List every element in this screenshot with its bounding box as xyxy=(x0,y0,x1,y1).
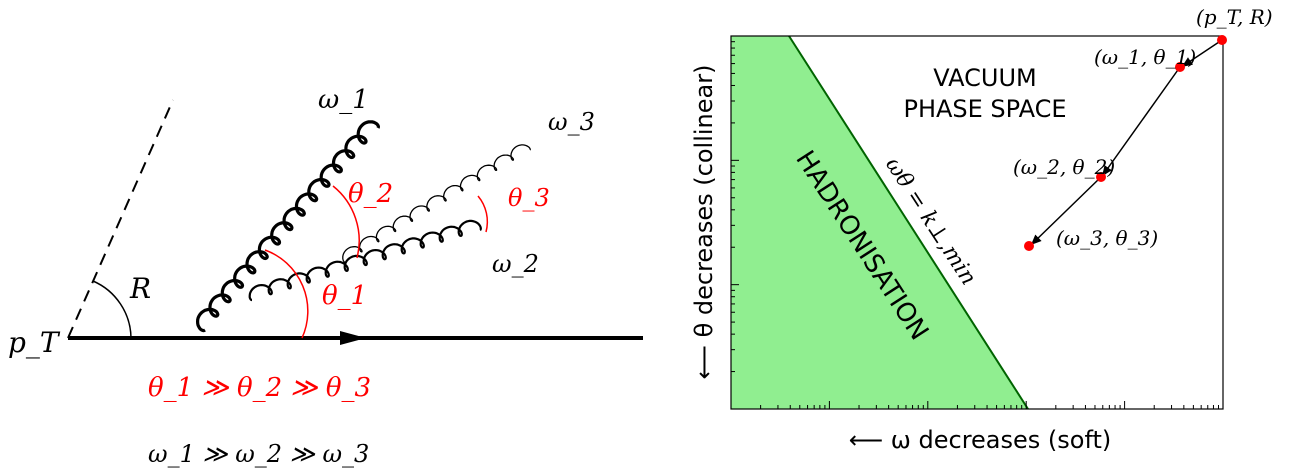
left-diagram: p_T R ω_1 ω_3 ω_2 θ_1 θ_2 θ_3 θ_1 ≫ θ_2 … xyxy=(8,85,643,468)
pt-label: p_T xyxy=(8,326,61,359)
x-axis-label: ⟵ ω decreases (soft) xyxy=(849,426,1112,454)
gluon-1-line xyxy=(195,120,381,333)
theta1-arc xyxy=(264,249,309,339)
theta3-arc xyxy=(477,195,489,233)
energy-ordering: ω_1 ≫ ω_2 ≫ ω_3 xyxy=(148,440,369,468)
point-label-1: (ω_1, θ_1) xyxy=(1094,45,1196,69)
point-label-3: (ω_3, θ_3) xyxy=(1056,226,1158,250)
y-axis-ticks xyxy=(731,41,739,410)
hadronisation-region xyxy=(731,36,1028,409)
cone-angle-arc xyxy=(92,280,132,339)
theta3-label: θ_3 xyxy=(508,184,550,212)
y-axis-label: ⟵ θ decreases (collinear) xyxy=(690,65,718,380)
gluon-3-line xyxy=(342,144,531,263)
point-omega2-theta2 xyxy=(1096,172,1106,182)
point-label-2: (ω_2, θ_2) xyxy=(1013,155,1115,179)
angle-ordering: θ_1 ≫ θ_2 ≫ θ_3 xyxy=(148,373,371,403)
vacuum-label-line2: PHASE SPACE xyxy=(903,95,1066,123)
omega1-label: ω_1 xyxy=(318,85,369,115)
omega3-label: ω_3 xyxy=(548,108,595,136)
plot-frame xyxy=(730,35,1224,410)
vacuum-label-line1: VACUUM xyxy=(933,64,1036,92)
point-omega3-theta3 xyxy=(1024,241,1034,251)
cone-boundary-line xyxy=(67,99,174,339)
path-arrow-2 xyxy=(1102,66,1181,177)
hadronisation-boundary-line xyxy=(788,35,1029,410)
x-axis-ticks xyxy=(730,401,1219,409)
point-omega1-theta1 xyxy=(1175,62,1185,72)
gluon-2-line xyxy=(248,219,482,302)
theta2-label: θ_2 xyxy=(348,179,393,209)
path-arrow-3 xyxy=(1030,176,1102,246)
cone-radius-label: R xyxy=(129,272,151,305)
path-arrow-1 xyxy=(1181,39,1223,67)
point-label-pt-r: (p_T, R) xyxy=(1196,5,1273,29)
theta2-arc xyxy=(332,185,360,259)
theta1-label: θ_1 xyxy=(322,281,367,311)
omega2-label: ω_2 xyxy=(492,250,539,278)
point-pt-r xyxy=(1217,35,1227,45)
jet-axis-arrow xyxy=(340,331,366,345)
right-diagram: VACUUM PHASE SPACE HADRONISATION ωθ = k⊥… xyxy=(690,5,1273,454)
